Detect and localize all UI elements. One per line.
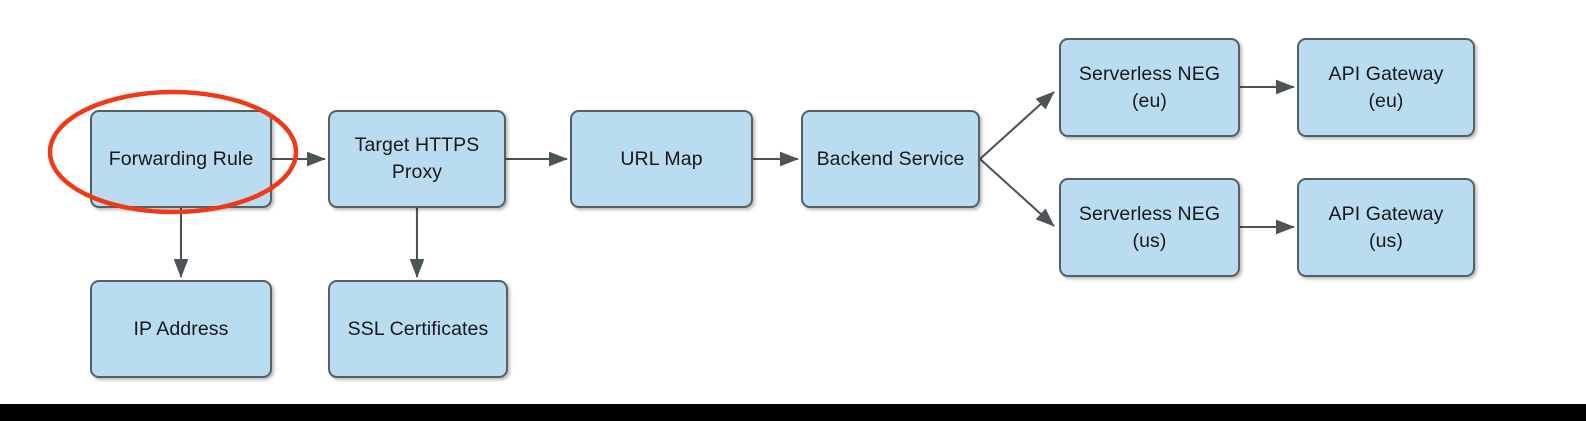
node-serverless-neg-us-label: Serverless NEG (us) (1078, 202, 1221, 252)
node-target-https-proxy-label: Target HTTPS Proxy (354, 134, 480, 183)
node-url-map-label: URL Map (620, 147, 703, 170)
node-ssl-certificates[interactable]: SSL Certificates (328, 280, 508, 378)
node-ssl-certificates-label: SSL Certificates (347, 317, 489, 340)
node-serverless-neg-eu-label: Serverless NEG (eu) (1078, 62, 1221, 112)
bottom-letterbox-bar (0, 404, 1586, 421)
node-api-gateway-us-label: API Gateway (us) (1328, 202, 1444, 252)
node-api-gateway-us[interactable]: API Gateway (us) (1297, 178, 1475, 277)
node-target-https-proxy[interactable]: Target HTTPS Proxy (328, 110, 506, 208)
node-url-map[interactable]: URL Map (570, 110, 753, 208)
node-ip-address-label: IP Address (133, 317, 229, 340)
node-api-gateway-eu[interactable]: API Gateway (eu) (1297, 38, 1475, 137)
node-serverless-neg-eu[interactable]: Serverless NEG (eu) (1059, 38, 1240, 137)
node-backend-service-label: Backend Service (816, 147, 965, 170)
node-serverless-neg-us[interactable]: Serverless NEG (us) (1059, 178, 1240, 277)
node-ip-address[interactable]: IP Address (90, 280, 272, 378)
node-api-gateway-eu-label: API Gateway (eu) (1328, 62, 1444, 112)
node-backend-service[interactable]: Backend Service (801, 110, 980, 208)
node-forwarding-rule-label: Forwarding Rule (108, 147, 254, 170)
node-forwarding-rule[interactable]: Forwarding Rule (90, 110, 272, 208)
